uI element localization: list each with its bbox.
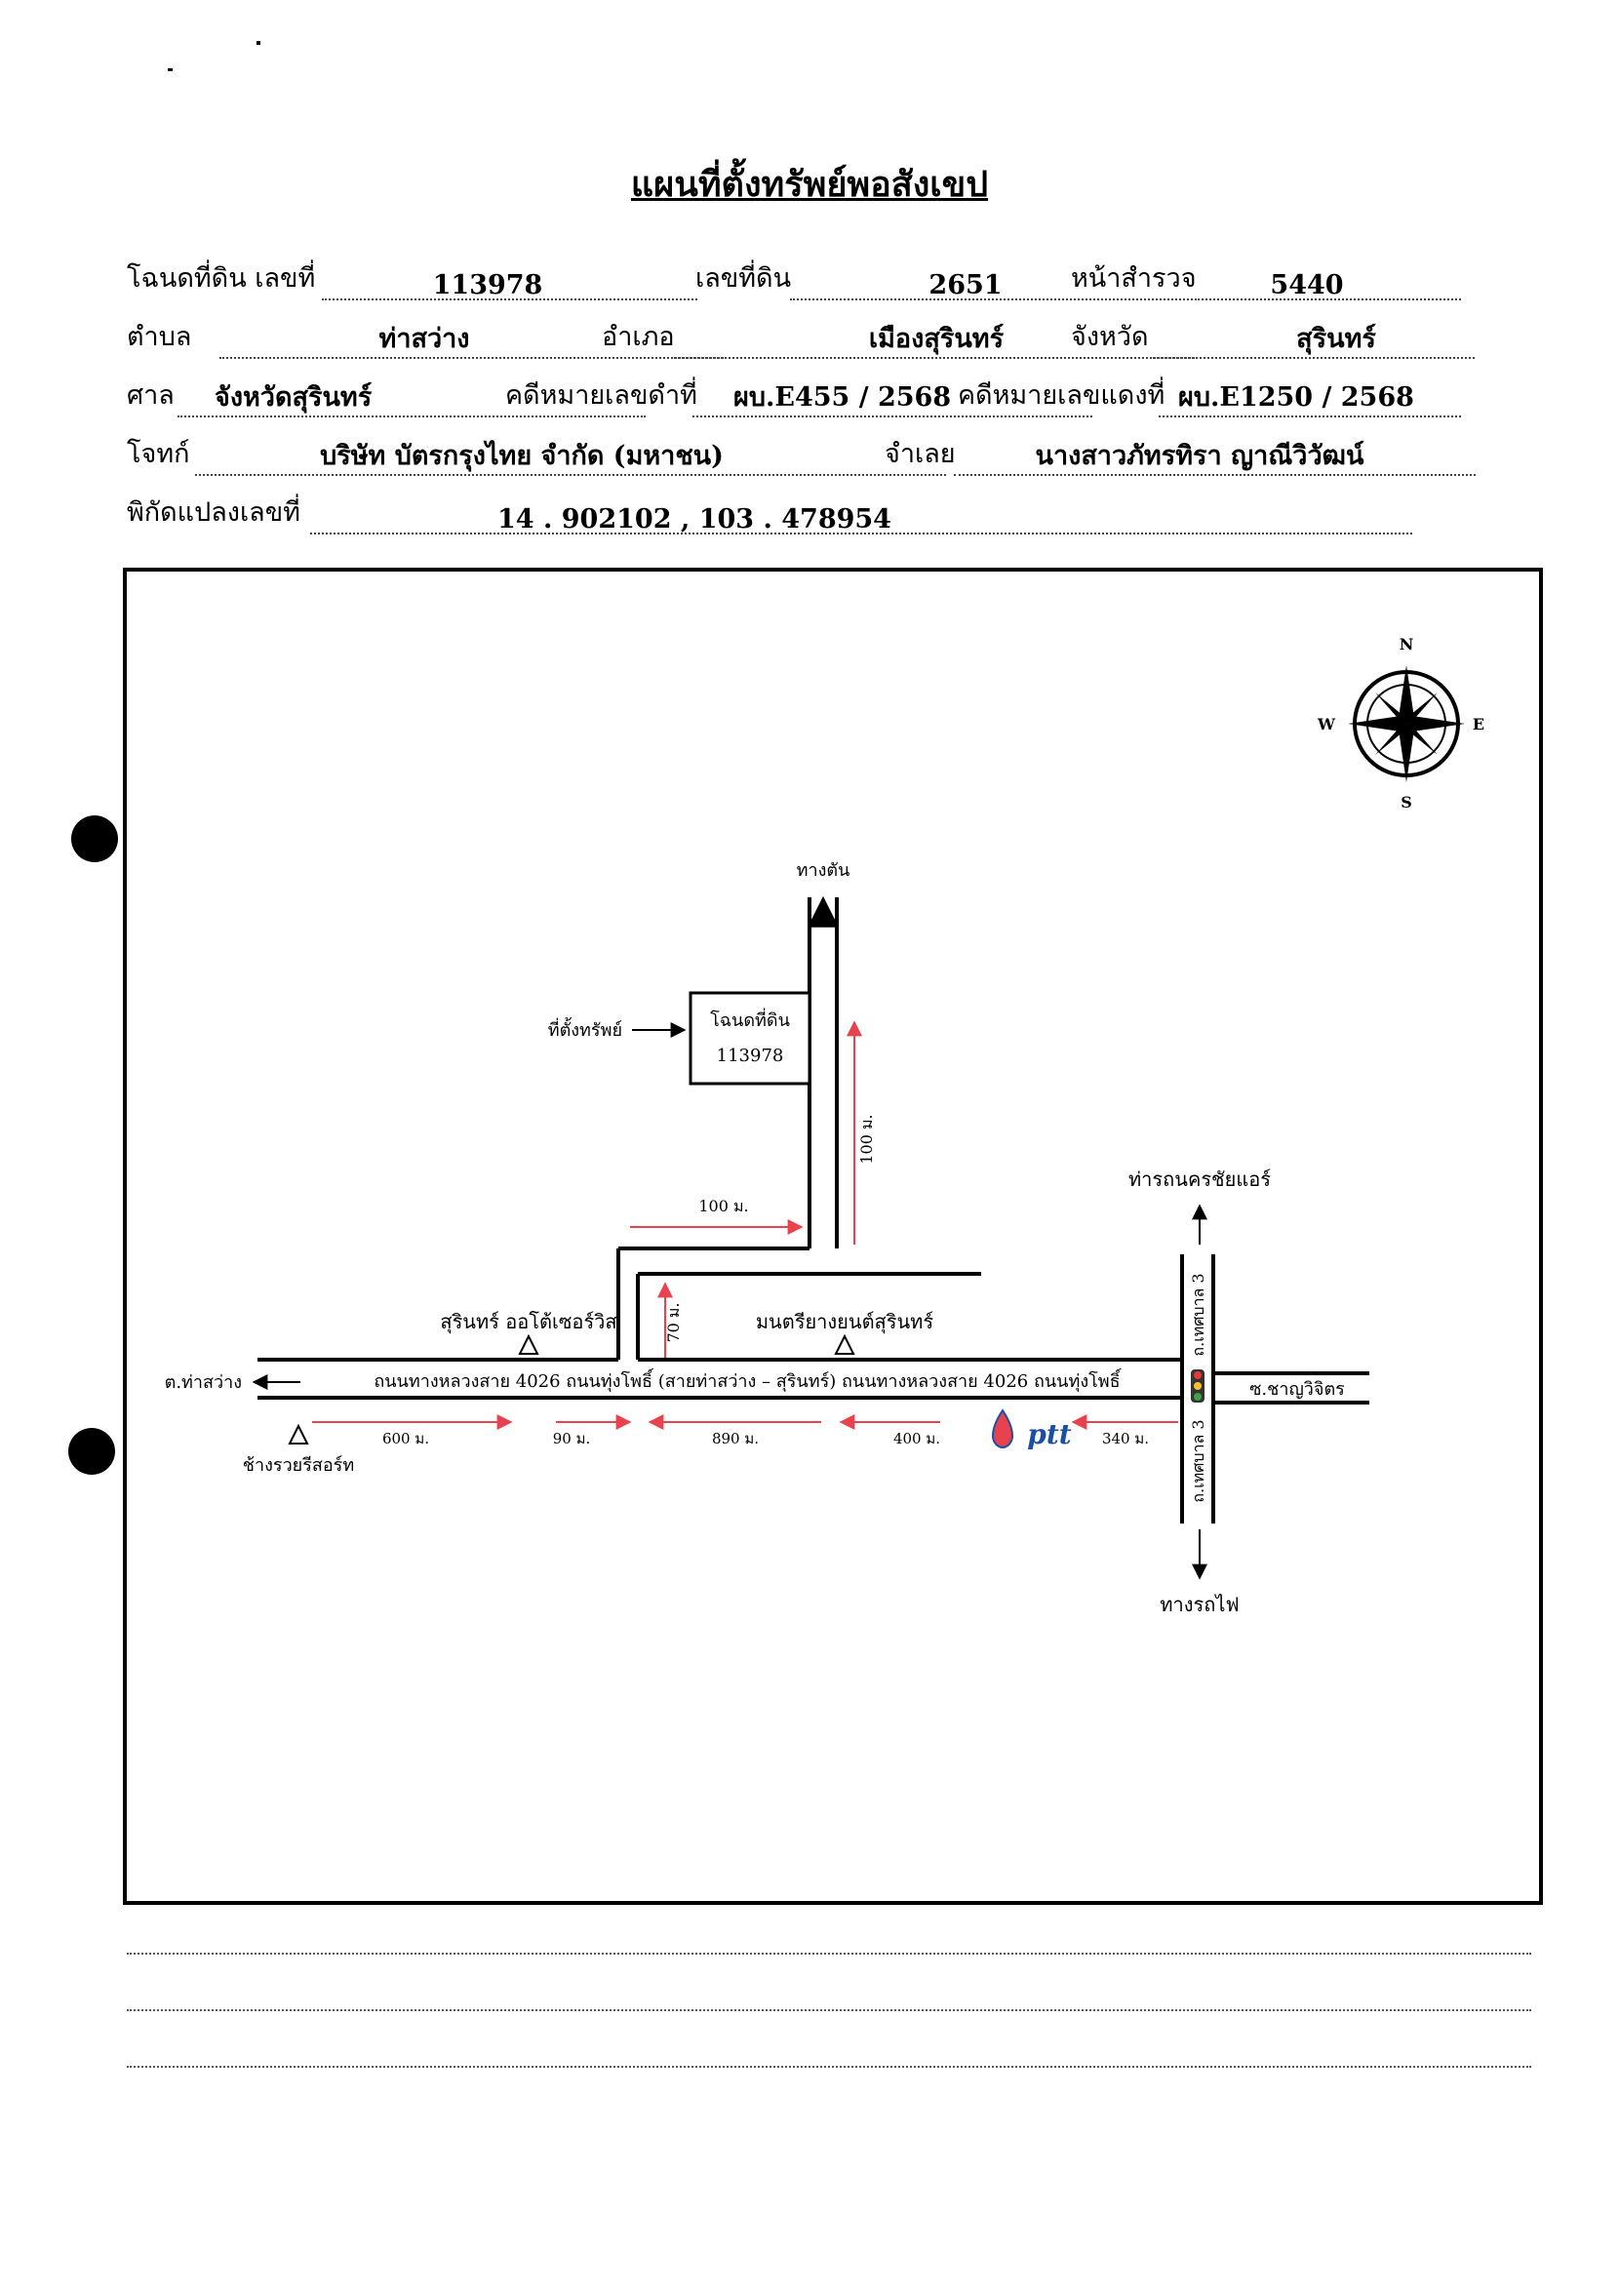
black-case-label: คดีหมายเลขดำที่ (505, 380, 697, 411)
dotted-line (178, 416, 646, 417)
auto-service-label: สุรินทร์ ออโต้เซอร์วิส (440, 1310, 616, 1334)
province-value: สุรินทร์ (1296, 324, 1376, 354)
property-label: ที่ตั้งทรัพย์ (548, 1017, 622, 1041)
dotted-line (671, 357, 1198, 359)
defendant-value: นางสาวภัทรทิรา ญาณีวิวัฒน์ (1035, 441, 1364, 471)
deed-box-line2: 113978 (717, 1046, 784, 1066)
map-frame: N S E W ทางตัน โฉนดที่ดิ (123, 568, 1543, 1905)
stray-mark (257, 41, 260, 45)
compass-south: S (1401, 793, 1412, 812)
defendant-label: จำเลย (885, 439, 956, 469)
dist-400m: 400 ม. (893, 1430, 940, 1447)
red-case-label: คดีหมายเลขแดงที่ (958, 380, 1165, 411)
coord-value: 14 . 902102 , 103 . 478954 (497, 504, 891, 534)
note-line-2 (127, 2009, 1531, 2011)
tambon-label: ตำบล (127, 322, 192, 352)
tambon-value: ท่าสว่าง (378, 324, 470, 354)
tire-shop-marker-icon (834, 1333, 855, 1355)
dead-end-label: ทางตัน (797, 860, 850, 881)
dotted-line (1195, 298, 1461, 300)
land-no-label: เลขที่ดิน (695, 263, 792, 294)
tire-shop-label: มนตรียางยนต์สุรินทร์ (756, 1310, 933, 1334)
punch-hole-top (71, 815, 118, 862)
dotted-line (219, 357, 727, 359)
bus-terminal-label: ท่ารถนครชัยแอร์ (1128, 1168, 1271, 1191)
land-number: 2651 (928, 270, 1003, 300)
compass-rose-icon (1348, 665, 1465, 782)
location-map: N S E W ทางตัน โฉนดที่ดิ (165, 635, 1484, 1616)
traffic-light-icon (1191, 1369, 1204, 1403)
plaintiff-label: โจทก์ (127, 439, 190, 469)
dotted-line (322, 298, 697, 300)
dotted-line (310, 533, 1412, 534)
dist-340m: 340 ม. (1102, 1430, 1149, 1447)
deed-number: 113978 (432, 270, 543, 300)
dotted-line (195, 474, 946, 476)
form-row-deed: โฉนดที่ดิน เลขที่ 113978 เลขที่ดิน 2651 … (127, 261, 1473, 304)
plaintiff-value: บริษัท บัตรกรุงไทย จำกัด (มหาชน) (320, 441, 724, 471)
page-title: แผนที่ตั้งทรัพย์พอสังเขป (630, 165, 989, 205)
black-case-value: ผบ.E455 / 2568 (733, 382, 952, 413)
dist-100m-horizontal: 100 ม. (698, 1197, 748, 1215)
form-row-court: ศาล จังหวัดสุรินทร์ คดีหมายเลขดำที่ ผบ.E… (127, 378, 1473, 421)
cross-road-south-label: ถ.เทศบาล 3 (1189, 1419, 1207, 1502)
dotted-line (692, 416, 1092, 417)
dotted-line (954, 474, 1476, 476)
amphoe-label: อำเภอ (602, 322, 675, 352)
resort-marker-icon (288, 1423, 309, 1445)
dotted-line (790, 298, 1200, 300)
form-row-location: ตำบล ท่าสว่าง อำเภอ เมืองสุรินทร์ จังหวั… (127, 320, 1475, 363)
compass-west: W (1317, 715, 1336, 733)
cross-road-north-label: ถ.เทศบาล 3 (1189, 1273, 1207, 1356)
railway-label: ทางรถไฟ (1160, 1593, 1239, 1616)
deed-box-line1: โฉนดที่ดิน (710, 1008, 790, 1031)
dist-90m: 90 ม. (553, 1430, 591, 1447)
survey-label: หน้าสำรวจ (1071, 263, 1197, 294)
dotted-line (1153, 357, 1475, 359)
alley-east-label: ซ.ชาญวิจิตร (1249, 1379, 1345, 1400)
stray-mark (168, 68, 173, 71)
dist-600m: 600 ม. (382, 1430, 429, 1447)
amphoe-value: เมืองสุรินทร์ (868, 324, 1005, 354)
punch-hole-bottom (68, 1428, 115, 1475)
form-row-coordinates: พิกัดแปลงเลขที่ 14 . 902102 , 103 . 4789… (127, 495, 1473, 538)
coord-label: พิกัดแปลงเลขที่ (127, 497, 300, 528)
ptt-station-logo-icon: ptt (991, 1408, 1072, 1450)
province-label: จังหวัด (1071, 322, 1149, 352)
court-label: ศาล (127, 380, 175, 411)
dist-890m: 890 ม. (712, 1430, 759, 1447)
deed-box (689, 991, 811, 1086)
dotted-line (1159, 416, 1461, 417)
resort-label: ช้างรวยรีสอร์ท (243, 1455, 354, 1476)
dist-100m-vertical: 100 ม. (857, 1114, 876, 1164)
main-road-name: ถนนทางหลวงสาย 4026 ถนนทุ่งโพธิ์ (สายท่าส… (374, 1367, 1122, 1392)
auto-service-marker-icon (518, 1333, 539, 1355)
note-line-3 (127, 2066, 1531, 2068)
ptt-logo-text: ptt (1027, 1418, 1072, 1450)
compass-north: N (1400, 635, 1414, 653)
deed-label: โฉนดที่ดิน เลขที่ (127, 263, 316, 294)
survey-number: 5440 (1270, 270, 1344, 300)
tambon-west-label: ต.ท่าสว่าง (165, 1372, 242, 1393)
compass-east: E (1473, 715, 1484, 733)
red-case-value: ผบ.E1250 / 2568 (1178, 382, 1414, 413)
dist-70m: 70 ม. (664, 1302, 683, 1342)
note-line-1 (127, 1953, 1531, 1955)
form-row-parties: โจทก์ บริษัท บัตรกรุงไทย จำกัด (มหาชน) จ… (127, 437, 1476, 480)
court-value: จังหวัดสุรินทร์ (215, 382, 373, 413)
